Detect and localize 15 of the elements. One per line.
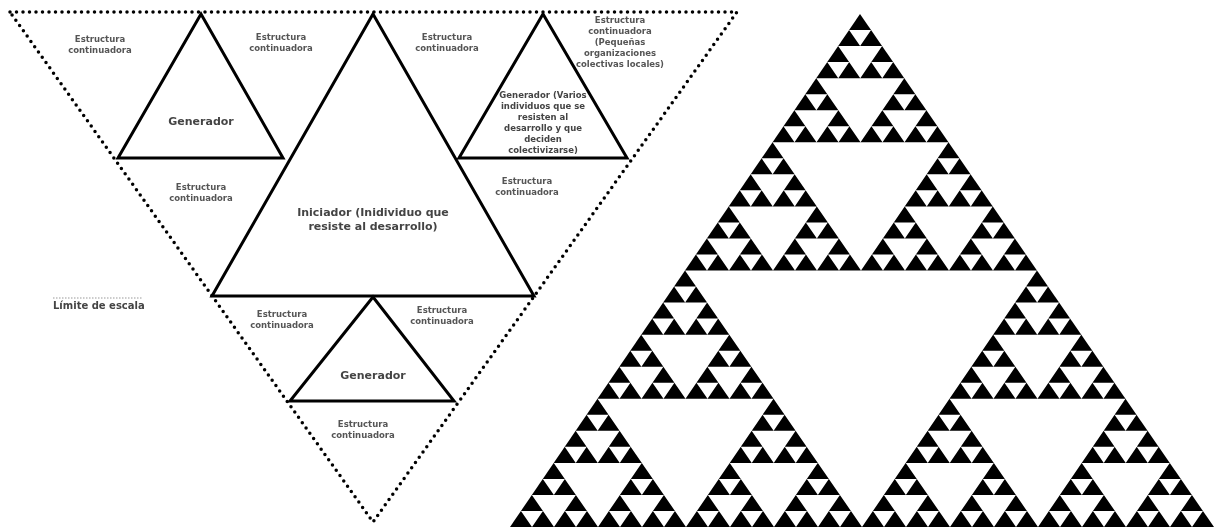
region-label: Estructura continuadora <box>330 419 396 441</box>
scale-limit-triangle <box>10 12 737 522</box>
node-label: Iniciador (Inidividuo que resiste al desarrollo) <box>296 205 450 233</box>
region-label: Estructura continuadora <box>414 32 480 54</box>
legend-text: Límite de escala <box>53 300 145 311</box>
region-label: Estructura continuadora <box>168 182 234 204</box>
node-label: Generador (Varios individuos que se resisten al desarrollo y que deciden colectivizarse) <box>498 90 588 156</box>
region-label: Estructura continuadora <box>248 32 314 54</box>
node-label: Generador <box>167 115 235 129</box>
node-label: Generador <box>339 369 407 383</box>
region-label: Estructura continuadora <box>67 34 133 56</box>
region-label: Estructura continuadora <box>494 176 560 198</box>
region-label: Estructura continuadora <box>249 309 315 331</box>
region-label: Estructura continuadora <box>409 305 475 327</box>
region-label: Estructura continuadora (Pequeñas organizaciones colectivas locales) <box>575 14 665 70</box>
